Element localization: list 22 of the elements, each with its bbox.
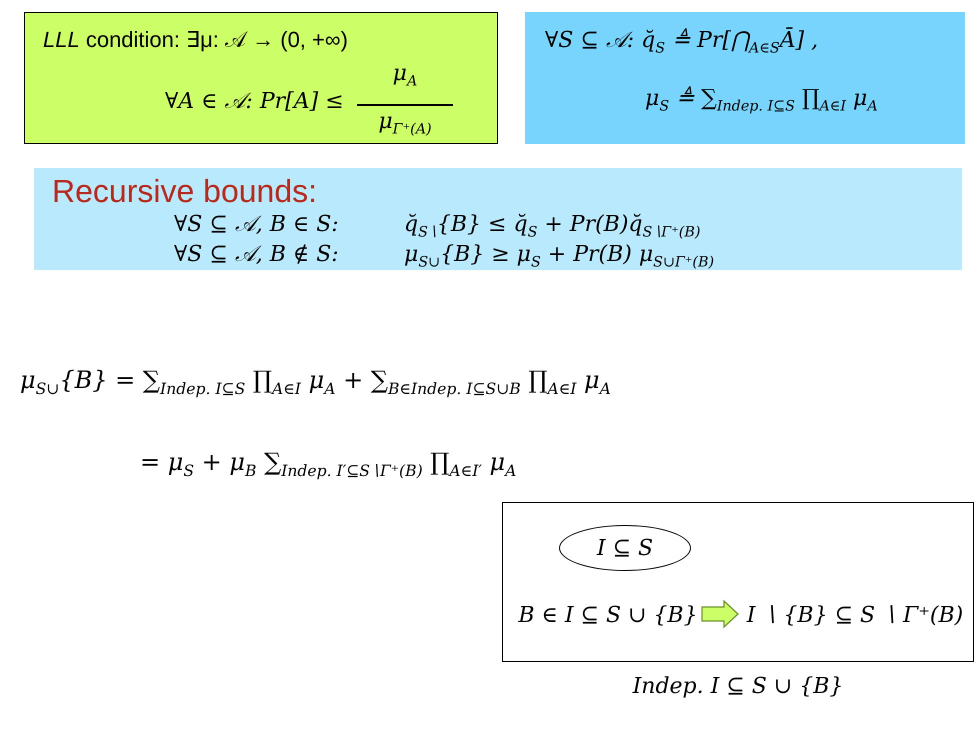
numerator-text: μ$_{A}$ xyxy=(392,61,418,91)
denominator-text: μ$_{Γ⁺(A)}$ xyxy=(377,109,433,139)
case-frame xyxy=(502,502,974,662)
block-arrow xyxy=(701,600,739,628)
condition-panel xyxy=(24,12,498,144)
formula-text: ∀A ∈ 𝒜: Pr[A] ≤ xyxy=(165,89,344,116)
formula-text: ∀S ⊆ 𝒜: q̆$_{S}$ ≜ Pr[⋂$_{A∈S}$Ā] , xyxy=(545,28,818,58)
formula-text: I ∖ {B} ⊆ S ∖ Γ⁺(B) xyxy=(739,598,971,632)
definition-panel xyxy=(525,12,965,144)
heading-text: Recursive bounds: xyxy=(52,172,318,210)
formula-text: μ$_{S}$ ≜ ∑$_{Indep. I⊆S}$ ∏$_{A∈I}$ μ$_{A}$ xyxy=(645,86,878,116)
condition-text: ∀S ⊆ 𝒜, B ∉ S: xyxy=(174,242,339,268)
condition-text: ∀S ⊆ 𝒜, B ∈ S: xyxy=(174,212,339,238)
formula-text: μ$_{S∪}${B} ≥ μ$_{S}$ + Pr(B) μ$_{S∪Γ⁺(B)}$ xyxy=(404,242,714,272)
equation-text: μ$_{S∪}${B} = ∑$_{Indep. I⊆S}$ ∏$_{A∈I}$ μ$_{A}$ + ∑$_{B∈Indep. I⊆S∪B}$ ∏$_{A∈I}$ μ$_{A}$ xyxy=(20,366,611,398)
caption-text: Indep. I ⊆ S ∪ {B} xyxy=(631,674,844,700)
set-ellipse: I ⊆ S xyxy=(559,525,691,571)
equation-text: = μ$_{S}$ + μ$_{B}$ ∑$_{Indep. I′⊆S∖Γ⁺(B)}$ ∏$_{A∈I′}$ μ$_{A}$ xyxy=(140,448,516,480)
condition-text: LLL condition: ∃μ: 𝒜 → (0, +∞) xyxy=(43,27,348,54)
formula-text: q̆$_{S∖}${B} ≤ q̆$_{S}$ + Pr(B)q̆$_{S∖Γ⁺(B)}$ xyxy=(404,212,700,242)
formula-text: B ∈ I ⊆ S ∪ {B} xyxy=(513,598,703,632)
bounds-panel xyxy=(34,168,962,270)
